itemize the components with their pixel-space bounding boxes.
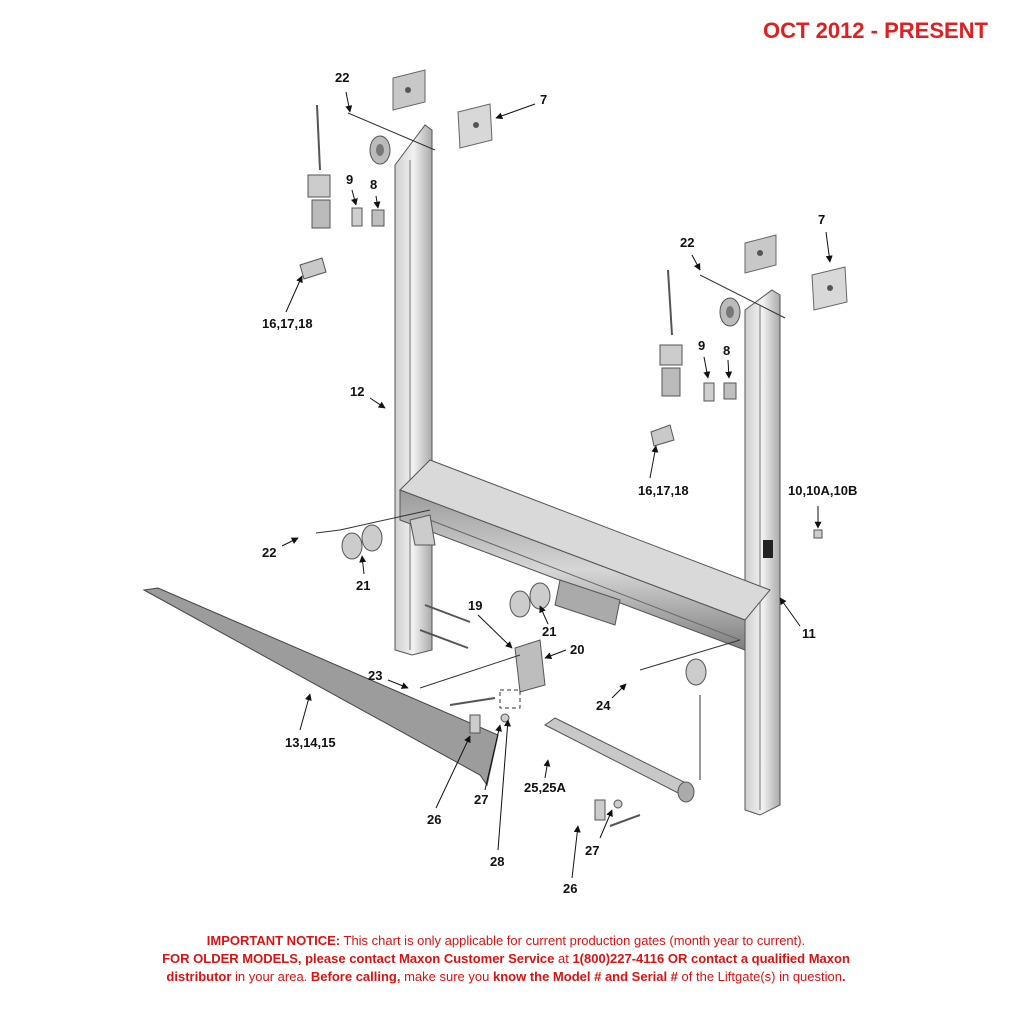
callout-22-b: 22	[680, 235, 694, 250]
callout-9-a: 9	[346, 172, 353, 187]
part-20	[514, 639, 546, 693]
callout-8-b: 8	[723, 343, 730, 358]
callout-16-17-18-b: 16,17,18	[638, 483, 689, 498]
callout-27-a: 27	[474, 792, 488, 807]
notice-phone: 1(800)227-4116 OR contact a qualified Ma…	[572, 951, 850, 966]
left-top-sheave	[369, 135, 391, 165]
notice-heading: IMPORTANT NOTICE:	[206, 933, 341, 948]
callout-22-a: 22	[335, 70, 349, 85]
callout-26-a: 26	[427, 812, 441, 827]
callout-19: 19	[468, 598, 482, 613]
left-top-plate-7	[457, 103, 493, 149]
right-part-9	[703, 382, 715, 402]
right-part-8	[723, 382, 737, 400]
bolt-upper	[424, 604, 471, 623]
parts-diagram: 22 7 9 8 16,17,18 12 22 7 9 8 16,17,18 1…	[142, 69, 857, 896]
left-rollers-21	[341, 524, 383, 560]
part-27-right	[613, 799, 623, 809]
callout-11: 11	[802, 626, 816, 641]
callout-24: 24	[596, 698, 611, 713]
notice-line-2: FOR OLDER MODELS, please contact Maxon C…	[0, 950, 1012, 968]
callout-20: 20	[570, 642, 584, 657]
callout-7-b: 7	[818, 212, 825, 227]
cylinder-2525a	[544, 717, 695, 803]
left-column	[394, 124, 433, 656]
right-lower-roller	[685, 658, 707, 686]
right-bracket-161718	[650, 424, 675, 447]
notice-text-5: of the Liftgate(s) in question	[677, 969, 842, 984]
important-notice: IMPORTANT NOTICE: This chart is only app…	[0, 932, 1012, 986]
bolt-lower	[419, 629, 469, 649]
left-part-8	[371, 209, 385, 227]
left-part-9	[351, 207, 363, 227]
right-column	[744, 289, 781, 816]
callout-9-b: 9	[698, 338, 705, 353]
cross-beam	[399, 459, 771, 651]
notice-period: .	[841, 969, 846, 984]
callout-13-14-15: 13,14,15	[285, 735, 336, 750]
part-10-10a-10b	[813, 529, 823, 539]
bracket-26-left	[469, 714, 481, 734]
callout-28: 28	[490, 854, 504, 869]
bracket-26-right	[594, 799, 606, 821]
left-lower-bracket	[409, 514, 436, 546]
column-slot	[763, 540, 773, 558]
callout-7-a: 7	[540, 92, 547, 107]
callout-23: 23	[368, 668, 382, 683]
callout-26-b: 26	[563, 881, 577, 896]
callout-22-c: 22	[262, 545, 276, 560]
callout-8-a: 8	[370, 177, 377, 192]
callout-25-25a: 25,25A	[524, 780, 567, 795]
notice-line-3: distributor in your area. Before calling…	[0, 968, 1012, 986]
left-switch-assembly	[307, 104, 331, 229]
callout-16-17-18-a: 16,17,18	[262, 316, 313, 331]
left-bracket-161718	[299, 257, 327, 280]
callout-21-b: 21	[542, 624, 556, 639]
notice-text-2: at	[554, 951, 573, 966]
callout-21-a: 21	[356, 578, 370, 593]
right-top-plate-7	[811, 266, 848, 311]
notice-older-models: FOR OLDER MODELS, please contact Maxon C…	[162, 951, 555, 966]
middle-rollers-21	[509, 582, 551, 618]
right-top-sheave	[719, 297, 741, 327]
notice-text-4: make sure you	[400, 969, 493, 984]
notice-text-3: in your area.	[231, 969, 311, 984]
right-top-plate-bracket	[744, 234, 777, 274]
side-plate-131415	[142, 587, 499, 787]
notice-distributor: distributor	[166, 969, 232, 984]
right-switch-assembly	[659, 269, 683, 397]
notice-before-calling: Before calling,	[310, 969, 401, 984]
left-top-plate-bracket	[392, 69, 426, 111]
date-range-header: OCT 2012 - PRESENT	[763, 18, 988, 43]
callout-27-b: 27	[585, 843, 599, 858]
callout-10-10a-10b: 10,10A,10B	[788, 483, 857, 498]
notice-model-serial: know the Model # and Serial #	[492, 969, 678, 984]
notice-text-1: This chart is only applicable for curren…	[340, 933, 806, 948]
callout-12: 12	[350, 384, 364, 399]
notice-line-1: IMPORTANT NOTICE: This chart is only app…	[0, 932, 1012, 950]
